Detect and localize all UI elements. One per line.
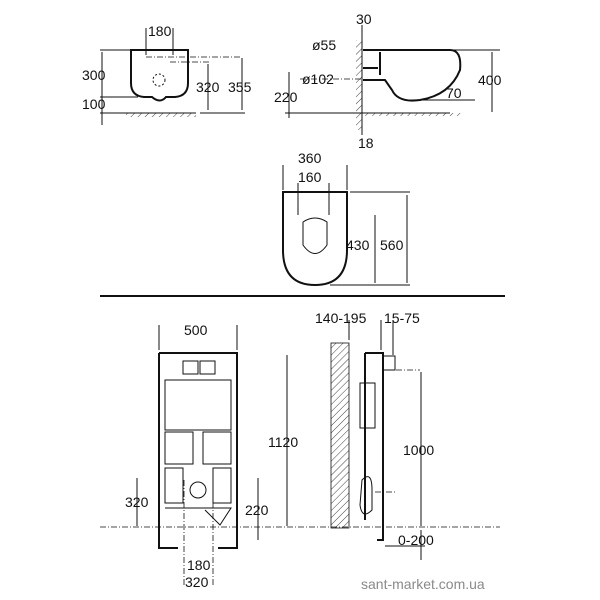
dim-dia-102: ø102 [302, 71, 334, 87]
dim-70: 70 [446, 85, 462, 101]
front-view: 180 300 100 320 355 [82, 23, 252, 125]
dim-320-spacing: 320 [185, 574, 209, 590]
dim-15-75: 15-75 [384, 310, 420, 326]
frame-outline [158, 352, 238, 549]
dim-dia-55: ø55 [312, 37, 336, 53]
bowl-side-outline [363, 49, 462, 102]
dim-140-195: 140-195 [315, 310, 367, 326]
dim-0-200: 0-200 [398, 532, 434, 548]
frame-side-view: 140-195 15-75 1000 0-200 [315, 310, 434, 560]
dim-220: 220 [245, 502, 269, 518]
dim-430: 430 [346, 237, 370, 253]
dim-500: 500 [184, 322, 208, 338]
dim-180: 180 [148, 23, 172, 39]
dim-560: 560 [380, 237, 404, 253]
bowl-front-outline [130, 49, 189, 102]
dim-320: 320 [196, 79, 220, 95]
frame-front-view: 500 1120 320 220 180 320 [100, 322, 500, 590]
wall-hatch [356, 40, 362, 130]
watermark: sant-market.com.ua [361, 576, 485, 592]
dim-220: 220 [274, 89, 298, 105]
frame-side-outline [364, 352, 384, 541]
dim-180: 180 [187, 557, 211, 573]
dim-355: 355 [228, 79, 252, 95]
dim-360: 360 [298, 150, 322, 166]
dim-320-height: 320 [125, 494, 149, 510]
bowl-top-outline [282, 191, 348, 287]
side-view: 30 ø55 ø102 220 400 70 18 [274, 11, 502, 151]
dim-160: 160 [298, 169, 322, 185]
wall-section-hatch [330, 342, 350, 529]
dim-1000: 1000 [403, 442, 434, 458]
floor-hatch [126, 113, 196, 117]
dim-400: 400 [478, 72, 502, 88]
dim-1120: 1120 [268, 434, 298, 450]
dim-30: 30 [356, 11, 372, 27]
dim-100: 100 [82, 96, 106, 112]
dim-18: 18 [358, 135, 374, 151]
dim-300: 300 [82, 67, 106, 83]
top-view: 360 160 430 560 [282, 150, 410, 287]
